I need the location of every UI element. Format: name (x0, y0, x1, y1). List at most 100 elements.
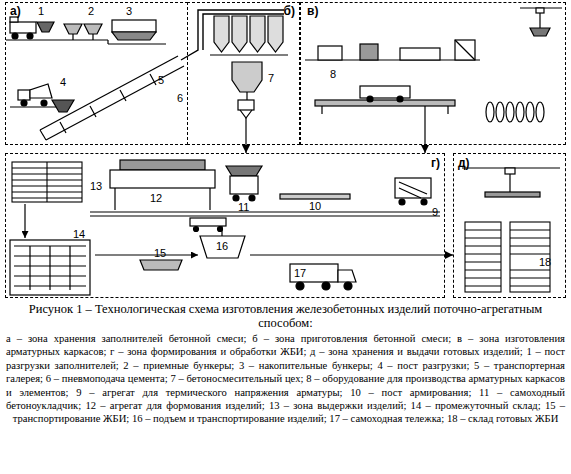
tensioning-unit (399, 199, 405, 205)
callout-number: 12 (150, 192, 162, 204)
self-propelled-cart (290, 264, 338, 282)
self-propelled-cart (290, 264, 356, 290)
rails (90, 215, 440, 216)
callout-number: 7 (268, 72, 274, 84)
zone-box: г) (5, 153, 445, 298)
callout-number: 9 (432, 206, 438, 218)
self-propelled-cart (344, 282, 352, 290)
unloading-truck (18, 90, 30, 100)
unloading-truck (10, 106, 56, 107)
reinforcement-equipment (486, 102, 494, 122)
forming-unit (110, 170, 215, 188)
unloading-truck (21, 100, 27, 106)
unloading-post (10, 22, 36, 33)
unloading-post (12, 33, 18, 39)
figure-key: а – зона хранения заполнителей бетонной … (6, 332, 565, 426)
cement-silos (210, 16, 288, 55)
receiving-bunkers (73, 34, 93, 40)
unloading-truck (30, 84, 52, 98)
callout-number: 10 (309, 200, 321, 212)
hoist (221, 226, 222, 236)
forming-unit (110, 160, 215, 210)
zone-letter: а) (10, 4, 21, 18)
receiving-bunkers (84, 24, 102, 34)
mixing-plant (238, 100, 254, 110)
reinforcement-equipment (455, 40, 475, 60)
rails (90, 211, 440, 212)
callout-number: 3 (126, 5, 132, 17)
zone-letter: д) (458, 156, 470, 170)
tensioning-unit (395, 178, 431, 205)
finished-goods-stacks (465, 222, 501, 292)
callout-number: 5 (158, 74, 164, 86)
reinforcing-post (280, 194, 350, 199)
receiving-bunkers (60, 39, 108, 40)
callout-number: 18 (539, 256, 551, 268)
mixing-plant (240, 110, 252, 118)
flow-lines (25, 204, 445, 255)
zone-letter: б) (284, 4, 295, 18)
flow-arrow (424, 145, 425, 153)
storage-bunkers (107, 40, 108, 44)
conveyor-gallery (46, 66, 184, 140)
callout-number: 2 (88, 5, 94, 17)
flow-arrow (245, 145, 246, 153)
tensioning-unit (421, 199, 427, 205)
reinforcement-equipment (536, 8, 544, 13)
intermediate-store (10, 240, 90, 295)
hoist (194, 227, 199, 232)
self-propelled-cart (296, 282, 304, 290)
flow-arrow (445, 254, 453, 255)
reinforcement-equipment (536, 102, 544, 122)
curing-stacks (12, 162, 82, 202)
reinforcement-equipment (506, 102, 514, 122)
intermediate-store (14, 246, 86, 290)
callout-number: 4 (60, 76, 66, 88)
tensioning-unit (399, 182, 427, 198)
receiving-bunkers (64, 24, 82, 34)
callout-number: 6 (177, 92, 183, 104)
flow-lines (250, 254, 445, 255)
reinforcement-equipment (367, 96, 373, 102)
forming-unit (115, 188, 210, 210)
self-propelled-cart (322, 282, 330, 290)
store-crane (509, 174, 510, 192)
curing-stacks (12, 162, 82, 202)
conveyor-gallery (40, 56, 178, 130)
reinforcement-equipment (318, 46, 342, 60)
flow-lines (24, 204, 25, 238)
reinforcement-equipment (397, 96, 403, 102)
concrete-spreader (230, 176, 258, 194)
conveyor-gallery (40, 130, 46, 140)
reinforcement-equipment (305, 8, 562, 145)
hoist (190, 218, 245, 258)
callout-number: 13 (90, 180, 102, 192)
receiving-bunkers (60, 24, 108, 40)
callout-number: 14 (73, 228, 85, 240)
reinforcing-post (280, 194, 350, 199)
unloading-truck (41, 100, 47, 106)
callout-number: 15 (154, 247, 166, 259)
reinforcement-equipment (539, 13, 540, 28)
store-crane (505, 168, 515, 174)
callout-number: 11 (238, 201, 249, 213)
zone-letter: г) (431, 156, 440, 170)
storage-bunkers (108, 20, 166, 44)
concrete-spreader (233, 195, 239, 201)
unloading-truck (52, 100, 74, 112)
mixing-plant (232, 62, 262, 92)
reinforcement-equipment (360, 44, 378, 60)
cement-silos (268, 16, 283, 52)
cement-silos (232, 16, 247, 52)
concrete-spreader (226, 166, 262, 201)
reinforcement-equipment (526, 102, 534, 122)
unloading-post (37, 22, 54, 32)
figure-caption: Рисунок 1 – Технологическая схема изгото… (4, 302, 567, 330)
unloading-post (6, 39, 60, 40)
callout-number: 17 (294, 267, 306, 279)
cement-feed-pipe (181, 10, 284, 60)
transport-tray (140, 260, 182, 270)
unloading-truck (10, 84, 74, 112)
mixing-plant (246, 92, 247, 100)
